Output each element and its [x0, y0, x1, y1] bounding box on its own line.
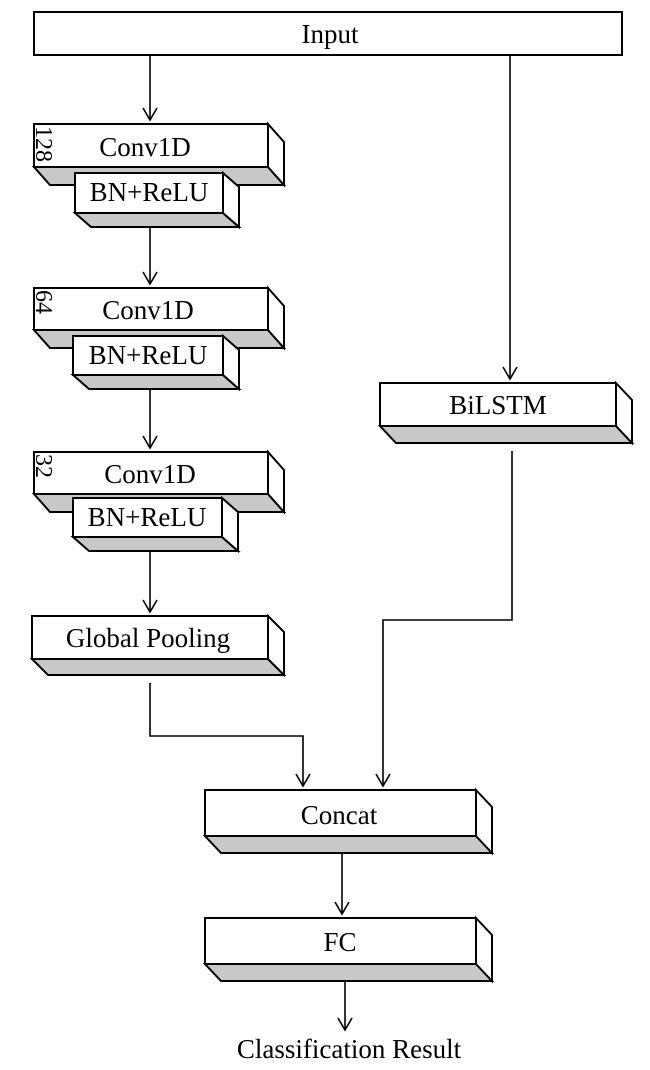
bn-relu-label-1: BN+ReLU: [90, 177, 209, 207]
concat-label: Concat: [301, 800, 378, 830]
input-label: Input: [302, 19, 359, 49]
bilstm-block: BiLSTM: [377, 380, 635, 446]
filter-count-1: 128: [30, 126, 56, 162]
concat-block: Concat: [202, 787, 495, 856]
bn-relu-block-2: BN+ReLU: [70, 333, 242, 392]
conv1d-label-2: Conv1D: [102, 295, 194, 325]
filter-count-3: 32: [30, 454, 56, 478]
bn-relu-label-3: BN+ReLU: [88, 502, 207, 532]
classification-result-label: Classification Result: [237, 1034, 462, 1064]
fc-label: FC: [323, 927, 356, 957]
global-pooling-block: Global Pooling: [29, 613, 287, 678]
global-pooling-label: Global Pooling: [66, 623, 230, 653]
arrow-bilstm-to-concat: [375, 451, 513, 788]
bn-relu-label-2: BN+ReLU: [89, 340, 208, 370]
bn-relu-block-1: BN+ReLU: [72, 170, 242, 230]
arrow-pool-to-concat: [149, 683, 311, 788]
bn-relu-block-3: BN+ReLU: [70, 495, 241, 554]
filter-count-2: 64: [30, 290, 56, 314]
bilstm-label: BiLSTM: [449, 390, 547, 420]
conv1d-label-3: Conv1D: [104, 459, 196, 489]
fc-block: FC: [202, 915, 495, 984]
conv1d-label-1: Conv1D: [99, 132, 191, 162]
input-box: Input: [33, 11, 623, 56]
